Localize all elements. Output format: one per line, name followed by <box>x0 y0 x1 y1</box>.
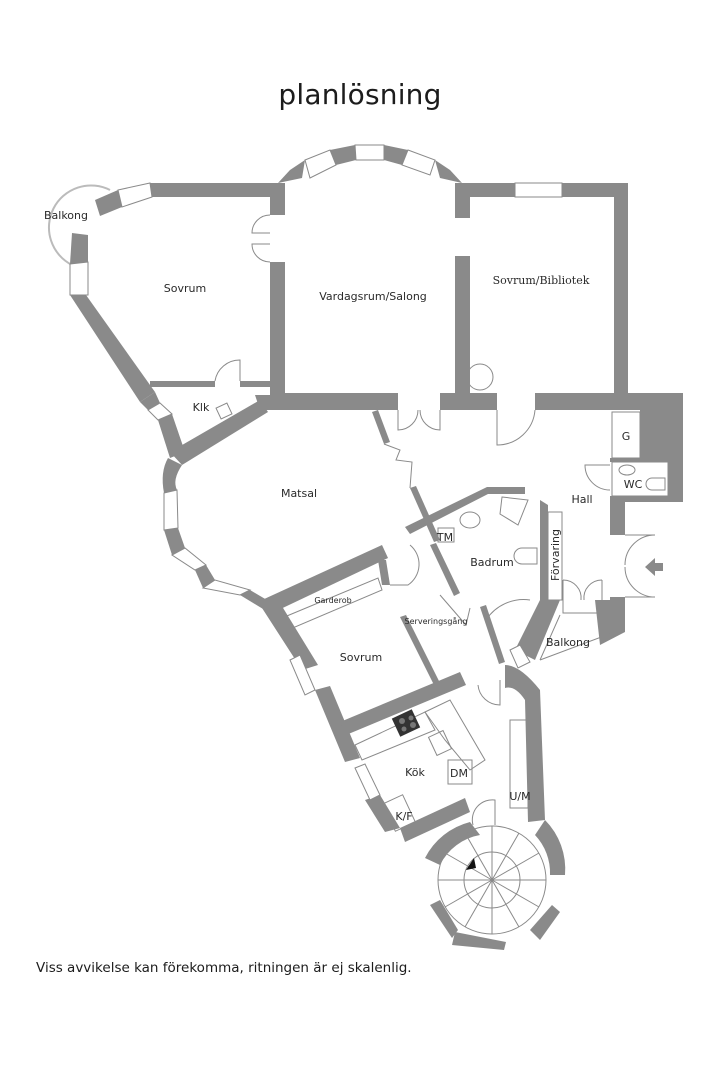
label-dm: DM <box>450 767 468 780</box>
label-sovrum-s: Sovrum <box>340 651 382 664</box>
entrance-arrow-icon <box>645 558 663 576</box>
label-tm: TM <box>436 531 453 544</box>
label-wc: WC <box>624 478 643 491</box>
label-g: G <box>622 430 631 443</box>
label-forvaring: Förvaring <box>549 529 562 581</box>
label-matsal: Matsal <box>281 487 317 500</box>
balcony-nw <box>47 184 111 266</box>
label-hall: Hall <box>571 493 592 506</box>
windows <box>69 144 563 801</box>
label-kf: K/F <box>395 810 412 823</box>
label-sovrum-nw: Sovrum <box>164 282 206 295</box>
label-klk: Klk <box>193 401 210 414</box>
label-garderob: Garderob <box>314 596 351 605</box>
stair-direction-arrow-icon <box>466 858 476 870</box>
label-badrum: Badrum <box>470 556 513 569</box>
label-um: U/M <box>509 790 530 803</box>
label-sovrum-bibliotek: Sovrum/Bibliotek <box>493 274 590 287</box>
walls <box>70 145 683 950</box>
label-balkong-e: Balkong <box>546 636 590 649</box>
doors-and-fixtures <box>214 214 669 935</box>
page-title: planlösning <box>278 78 442 111</box>
label-serveringsgang: Serveringsgång <box>405 616 468 626</box>
label-balkong-nw: Balkong <box>44 209 88 222</box>
disclaimer-text: Viss avvikelse kan förekomma, ritningen … <box>36 960 412 976</box>
label-kok: Kök <box>405 766 425 779</box>
label-vardagsrum: Vardagsrum/Salong <box>319 290 427 303</box>
